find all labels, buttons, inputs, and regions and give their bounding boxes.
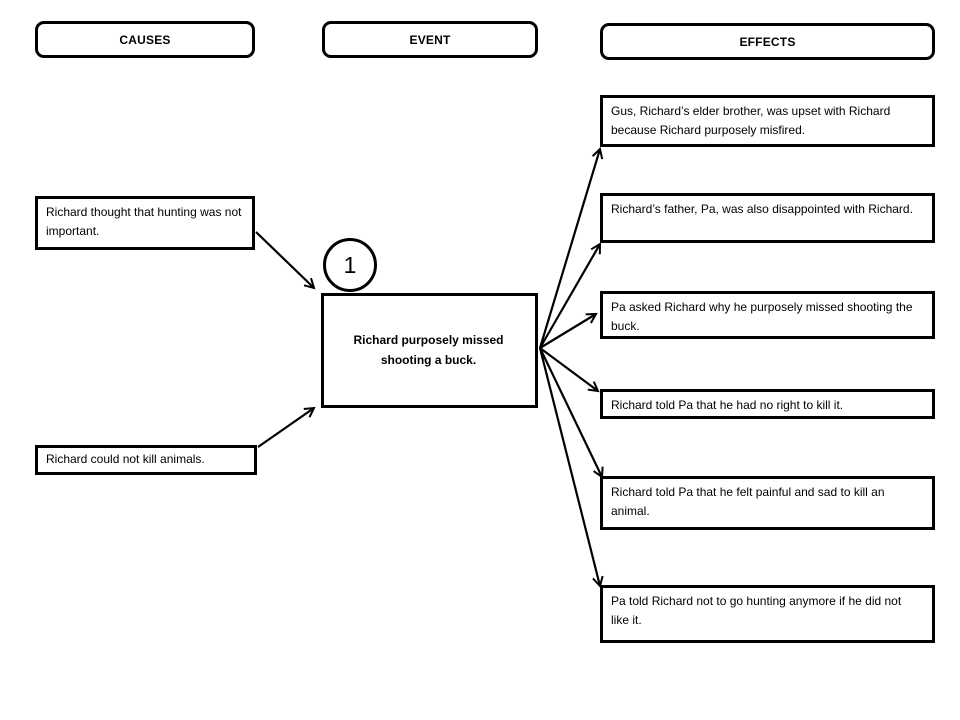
header-causes: CAUSES	[35, 21, 255, 58]
cause-2-text: Richard could not kill animals.	[46, 452, 205, 467]
header-causes-label: CAUSES	[119, 32, 171, 47]
cause-1-text: Richard thought that hunting was not imp…	[46, 205, 242, 239]
arrow-event-to-effect4	[539, 347, 600, 393]
arrow-event-to-effect3	[539, 312, 598, 349]
effect-4-text: Richard told Pa that he had no right to …	[611, 398, 844, 412]
cause-box-2: Richard could not kill animals.	[35, 445, 257, 475]
effect-5-text: Richard told Pa that he felt painful and…	[611, 485, 885, 519]
cause-box-1: Richard thought that hunting was not imp…	[35, 196, 255, 250]
event-box: Richard purposely missed shooting a buck…	[321, 293, 538, 408]
header-effects-label: EFFECTS	[739, 34, 796, 49]
arrow-event-to-effect5	[539, 347, 604, 479]
header-effects: EFFECTS	[600, 23, 935, 60]
effect-box-1: Gus, Richard’s elder brother, was upset …	[600, 95, 935, 147]
arrow-event-to-effect1	[538, 147, 604, 349]
effect-box-6: Pa told Richard not to go hunting anymor…	[600, 585, 935, 643]
effect-6-text: Pa told Richard not to go hunting anymor…	[611, 594, 902, 628]
effect-box-4: Richard told Pa that he had no right to …	[600, 389, 935, 419]
arrow-cause2-to-event	[257, 406, 316, 448]
arrow-cause1-to-event	[255, 231, 316, 290]
header-event: EVENT	[322, 21, 538, 58]
effect-box-3: Pa asked Richard why he purposely missed…	[600, 291, 935, 339]
header-event-label: EVENT	[409, 32, 451, 47]
effect-3-text: Pa asked Richard why he purposely missed…	[611, 300, 913, 334]
effect-box-2: Richard’s father, Pa, was also disappoin…	[600, 193, 935, 243]
effect-1-text: Gus, Richard’s elder brother, was upset …	[611, 104, 891, 138]
effect-box-5: Richard told Pa that he felt painful and…	[600, 476, 935, 530]
arrow-event-to-effect6	[538, 347, 604, 588]
effect-2-text: Richard’s father, Pa, was also disappoin…	[611, 202, 913, 216]
event-number: 1	[343, 251, 357, 278]
event-number-circle: 1	[323, 238, 377, 292]
event-text: Richard purposely missed shooting a buck…	[353, 333, 504, 367]
arrow-event-to-effect2	[539, 242, 602, 349]
